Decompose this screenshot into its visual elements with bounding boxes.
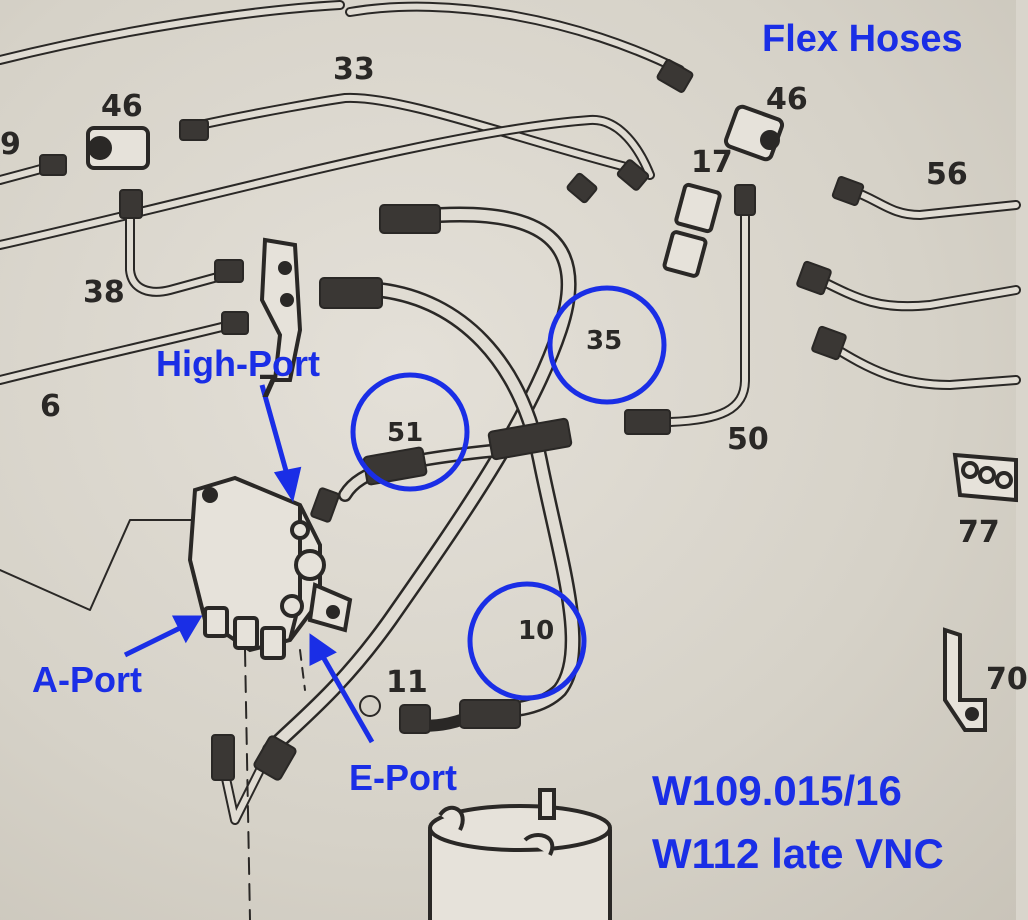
part-number-33: 33	[333, 52, 375, 87]
arrow-high-port	[259, 384, 291, 479]
part-number-35: 35	[586, 326, 623, 356]
part-number-50: 50	[727, 422, 769, 457]
part-number-6: 6	[40, 389, 61, 424]
arrow-e-port	[319, 653, 375, 744]
model-label-w112: W112 late VNC	[652, 830, 944, 877]
highlight-circle-35	[547, 285, 667, 405]
part-70	[943, 627, 987, 732]
part-number-70: 70	[986, 662, 1028, 697]
arrow-a-port	[123, 625, 182, 658]
reservoir	[428, 788, 612, 920]
part-number-56: 56	[926, 157, 968, 192]
bracket-7	[259, 237, 303, 382]
high-port-label: High-Port	[156, 343, 320, 384]
a-port-label: A-Port	[32, 659, 142, 700]
part-number-51: 51	[387, 418, 424, 448]
part-number-10: 10	[518, 616, 555, 646]
part-number-9: 9	[0, 127, 21, 162]
e-port-label: E-Port	[349, 757, 457, 798]
diagram-title: Flex Hoses	[762, 18, 963, 60]
part-number-7: 7	[258, 370, 279, 405]
model-label-w109: W109.015/16	[652, 767, 902, 814]
part-number-77: 77	[958, 515, 1000, 550]
part-number-46-right: 46	[766, 82, 808, 117]
part-number-46-left: 46	[101, 89, 143, 124]
part-number-11: 11	[386, 665, 428, 700]
part-number-17: 17	[691, 145, 733, 180]
part-77	[952, 452, 1018, 503]
highlight-circle-51	[350, 372, 470, 492]
brake-distributor	[187, 475, 353, 660]
highlight-circle-10	[467, 581, 587, 701]
part-number-38: 38	[83, 275, 125, 310]
brake-line-top	[0, 0, 345, 65]
